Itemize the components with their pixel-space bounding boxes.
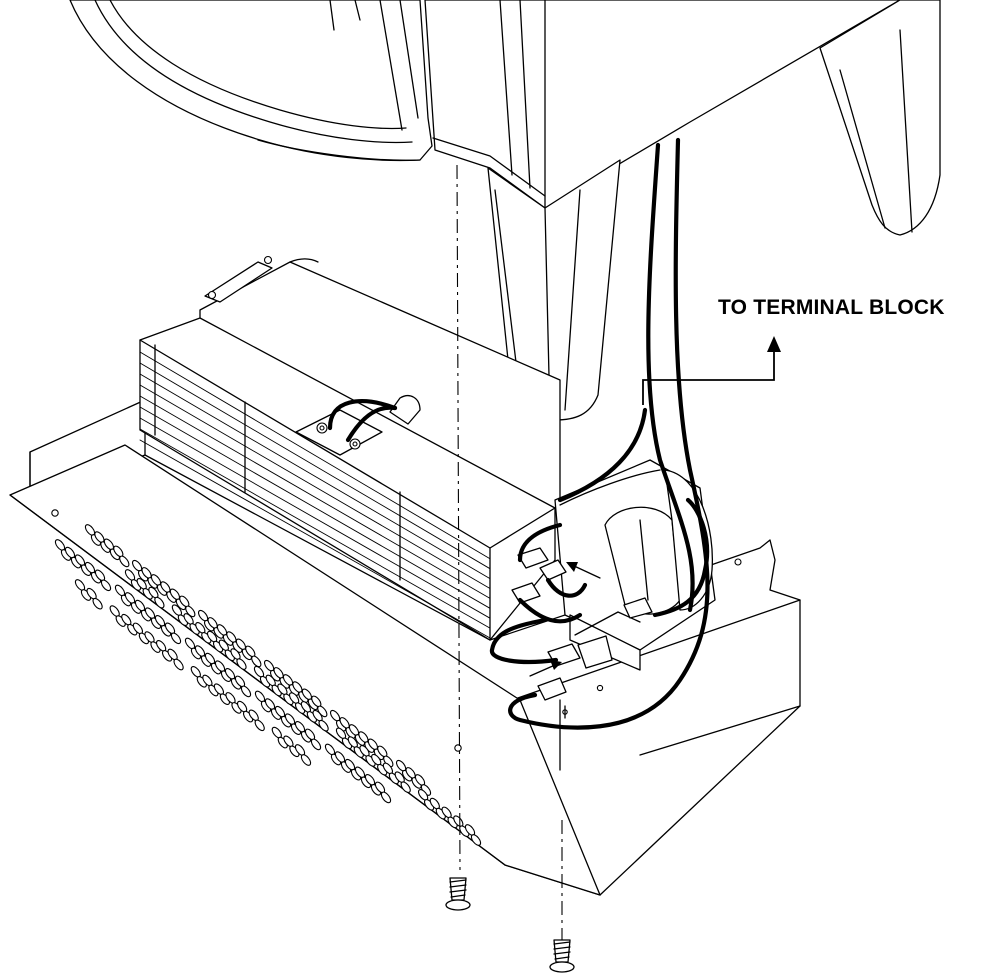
grille-perforation [92,597,103,610]
terminal-block-label: TO TERMINAL BLOCK [718,296,945,319]
mounting-screw-left [445,877,471,911]
stove-body [69,0,941,421]
grille-perforation [240,685,252,698]
heater-fin [139,395,491,599]
heater-fin [139,373,491,580]
terminal-block-arrow [642,336,781,405]
heater-fin [139,439,491,639]
heater-fin [139,417,491,619]
grille-perforation [170,632,182,645]
grille-perforation [470,834,482,846]
grille-perforation [380,791,392,804]
heater-fin [139,406,491,609]
grille-perforation [100,579,112,592]
heater-fin [139,351,491,560]
heater-fin [139,428,491,629]
wire-connectors [511,547,653,701]
connector-arrow [529,562,601,677]
grille-perforation [185,605,196,618]
grille-perforation [254,719,265,732]
grille-perforation [154,596,165,609]
heater-fin [139,384,491,589]
alignment-guides [456,164,563,945]
grille-perforation [236,658,247,670]
grille-perforation [400,781,411,794]
grille-perforation [251,655,262,668]
grille-perforation [173,658,184,671]
grille-perforation [119,555,130,568]
mounting-screw-right [549,939,575,973]
perforated-grille [9,444,601,896]
heater-fin [139,362,491,570]
grille-perforation [310,738,322,751]
grille-perforation [318,719,329,732]
grille-perforation [300,754,312,766]
wiring [327,137,710,730]
